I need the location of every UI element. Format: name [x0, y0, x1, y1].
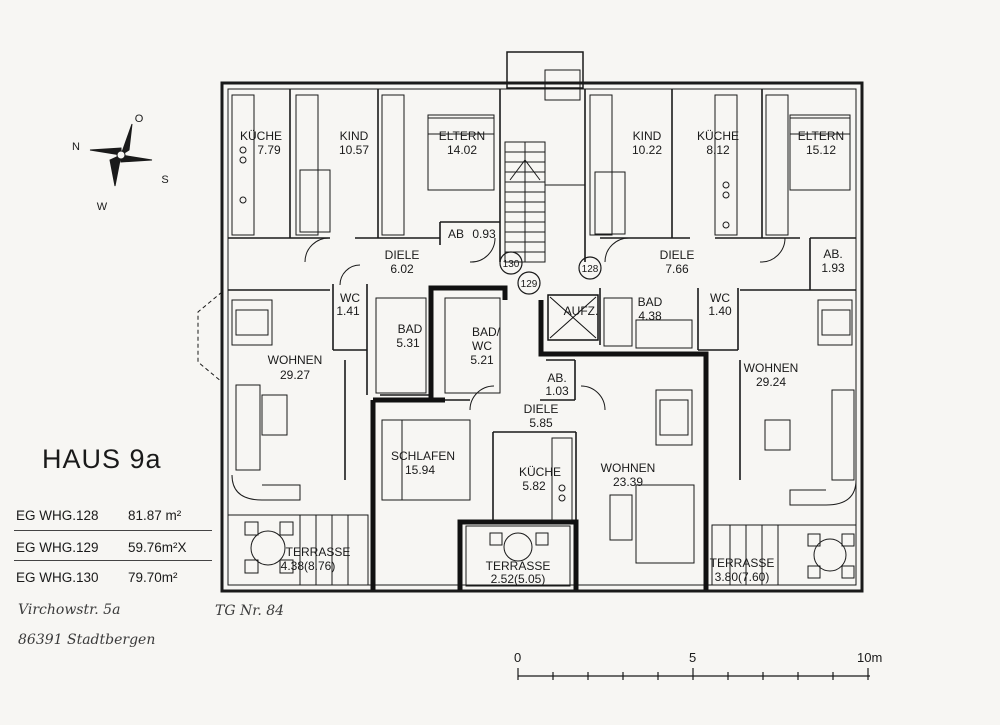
- compass-s: S: [161, 174, 168, 186]
- unit-129-walls: [370, 285, 709, 590]
- scale-tick-label: 0: [514, 650, 522, 665]
- furniture: [231, 94, 857, 564]
- room-name: BAD: [638, 295, 663, 309]
- address-street: Virchowstr. 5a: [18, 602, 121, 618]
- room-area: 0.93: [472, 227, 496, 241]
- outer-walls: [220, 51, 864, 593]
- room-area: 4.38: [638, 309, 662, 323]
- compass-w: W: [97, 201, 108, 213]
- unit-area: 79.70m²: [128, 570, 178, 585]
- room-area: 5.31: [396, 336, 420, 350]
- room-name: BAD/: [472, 325, 501, 339]
- room-name: KÜCHE: [519, 465, 561, 479]
- room-name: AB: [448, 227, 464, 241]
- kitchen-counters: [231, 94, 738, 521]
- unit-number-markers: [499, 251, 602, 295]
- scale-tick-label: 10m: [857, 650, 883, 665]
- room-area: 7.66: [665, 262, 689, 276]
- room-area: 23.39: [613, 475, 643, 489]
- terraces: [227, 514, 857, 587]
- room-name: BAD: [398, 322, 423, 336]
- compass-n: N: [72, 141, 80, 153]
- room-name: KÜCHE: [697, 129, 739, 143]
- room-name: AB.: [823, 247, 842, 261]
- room-name: SCHLAFEN: [391, 449, 455, 463]
- room-area: 7.79: [257, 143, 281, 157]
- unit-label: EG WHG.130: [16, 570, 99, 585]
- room-name: DIELE: [385, 248, 420, 262]
- room-area: 5.82: [522, 479, 546, 493]
- room-name: WC: [710, 291, 730, 305]
- unit-area: 81.87 m²: [128, 508, 182, 523]
- room-area: 1.93: [821, 261, 845, 275]
- room-labels: KÜCHE 7.79 KIND 10.57 ELTERN 14.02 AB 0.…: [72, 113, 845, 586]
- room-name: ELTERN: [798, 129, 844, 143]
- room-name: TERRASSE: [486, 559, 551, 573]
- address-city: 86391 Stadtbergen: [18, 632, 156, 648]
- room-area: 1.41: [336, 304, 360, 318]
- room-name: WOHNEN: [744, 361, 799, 375]
- room-area: 1.03: [545, 384, 569, 398]
- room-name: AUFZ.: [564, 304, 599, 318]
- room-area: 10.57: [339, 143, 369, 157]
- room-name: WOHNEN: [601, 461, 656, 475]
- unit-area: 59.76m²: [128, 540, 178, 555]
- staircase: [504, 141, 585, 263]
- room-area: 4.38(8.76): [281, 559, 336, 573]
- room-area: 2.52(5.05): [491, 572, 546, 586]
- unit-mark: X: [177, 540, 187, 555]
- compass-o: O: [135, 113, 144, 125]
- scale-bar: [517, 668, 870, 680]
- unit-number: 130: [503, 259, 520, 270]
- room-area: 15.94: [405, 463, 435, 477]
- room-area: 8.12: [706, 143, 730, 157]
- unit-row: EG WHG.129 59.76m²X: [16, 540, 187, 555]
- door-swings: [304, 237, 786, 411]
- room-area: 29.24: [756, 375, 786, 389]
- interior-walls: [228, 89, 856, 520]
- room-area: 10.22: [632, 143, 662, 157]
- room-name: WC: [472, 339, 492, 353]
- unit-divider: [14, 560, 212, 561]
- room-name: WC: [340, 291, 360, 305]
- room-name: AB.: [547, 371, 566, 385]
- unit-label: EG WHG.128: [16, 508, 99, 523]
- unit-row: EG WHG.128 81.87 m²: [16, 508, 181, 523]
- building-title: HAUS 9a: [42, 444, 162, 474]
- room-name: DIELE: [660, 248, 695, 262]
- room-name: WOHNEN: [268, 353, 323, 367]
- room-area: 29.27: [280, 368, 310, 382]
- room-name: DIELE: [524, 402, 559, 416]
- unit-number: 128: [582, 264, 599, 275]
- room-area: 6.02: [390, 262, 414, 276]
- bay-window: [197, 291, 223, 383]
- room-name: TERRASSE: [710, 556, 775, 570]
- unit-label: EG WHG.129: [16, 540, 99, 555]
- room-area: 5.85: [529, 416, 553, 430]
- room-name: ELTERN: [439, 129, 485, 143]
- room-area: 1.40: [708, 304, 732, 318]
- room-area: 3.80(7.60): [715, 570, 770, 584]
- room-name: TERRASSE: [286, 545, 351, 559]
- unit-number: 129: [521, 279, 538, 290]
- unit-row: EG WHG.130 79.70m²: [16, 570, 178, 585]
- unit-divider: [14, 530, 212, 531]
- room-name: KÜCHE: [240, 129, 282, 143]
- garage-number: TG Nr. 84: [215, 603, 285, 619]
- room-area: 5.21: [470, 353, 494, 367]
- room-area: 15.12: [806, 143, 836, 157]
- room-area: 14.02: [447, 143, 477, 157]
- scale-tick-label: 5: [689, 650, 697, 665]
- room-name: KIND: [633, 129, 662, 143]
- room-name: KIND: [340, 129, 369, 143]
- compass-rose: [89, 123, 153, 187]
- elevator-shaft: [547, 294, 599, 341]
